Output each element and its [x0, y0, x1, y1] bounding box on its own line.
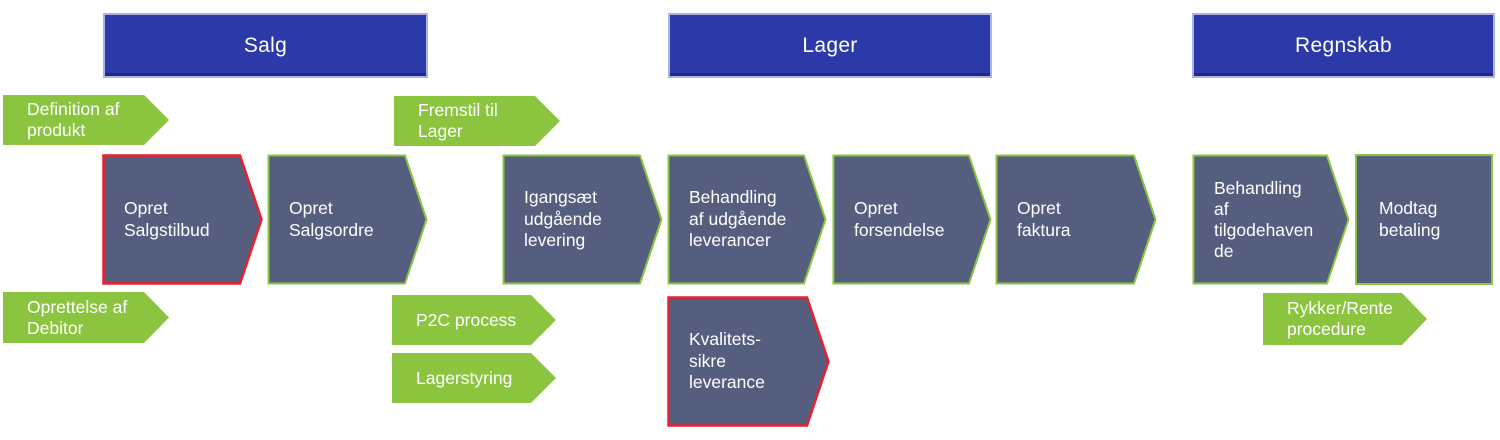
step-label: Opret Salgsordre — [289, 198, 374, 240]
step-label: Behandling af tilgodehaven de — [1214, 177, 1314, 261]
substep-oprettelse-af-debitor: Oprettelse af Debitor — [3, 292, 169, 343]
step-opret-faktura: Opret faktura — [995, 154, 1157, 285]
step-label: Kvalitets- sikre leverance — [689, 329, 765, 393]
step-behandling-af-tilgodehavende: Behandling af tilgodehaven de — [1192, 154, 1350, 285]
step-opret-salgsordre: Opret Salgsordre — [267, 154, 428, 285]
chevron-shape-green — [502, 154, 663, 285]
step-label: Opret faktura — [1017, 198, 1071, 240]
chevron-shape-red — [102, 154, 263, 285]
chevron-shape-green — [667, 154, 827, 285]
step-behandling-af-udgaende-leverancer: Behandling af udgående leverancer — [667, 154, 827, 285]
chevron-shape-green — [267, 154, 428, 285]
header-salg: Salg — [103, 13, 428, 78]
step-igangsaet-udgaende-levering: Igangsæt udgående levering — [502, 154, 663, 285]
step-opret-salgstilbud: Opret Salgstilbud — [102, 154, 263, 285]
header-regnskab-label: Regnskab — [1295, 33, 1392, 57]
chevron-shape-green — [832, 154, 992, 285]
header-regnskab: Regnskab — [1192, 13, 1495, 78]
header-lager-label: Lager — [802, 33, 858, 57]
substep-rykker-rente-procedure: Rykker/Rente procedure — [1263, 293, 1427, 345]
step-kvalitets-sikre-leverance: Kvalitets- sikre leverance — [667, 296, 830, 427]
step-label: Opret forsendelse — [854, 198, 945, 240]
substep-definition-af-produkt: Definition af produkt — [3, 95, 169, 145]
header-lager: Lager — [668, 13, 992, 78]
substep-lagerstyring: Lagerstyring — [392, 353, 556, 403]
chevron-shape-red — [667, 296, 830, 427]
step-label: Opret Salgstilbud — [124, 198, 210, 240]
chevron-shape-green — [1192, 154, 1350, 285]
chevron-shape-green — [995, 154, 1157, 285]
step-label: Behandling af udgående leverancer — [689, 187, 787, 251]
step-modtag-betaling: Modtag betaling — [1355, 154, 1493, 285]
step-opret-forsendelse: Opret forsendelse — [832, 154, 992, 285]
substep-p2c-process: P2C process — [392, 295, 556, 345]
header-salg-label: Salg — [243, 33, 288, 57]
substep-fremstil-til-lager: Fremstil til Lager — [394, 96, 560, 146]
step-label: Igangsæt udgående levering — [524, 187, 602, 251]
